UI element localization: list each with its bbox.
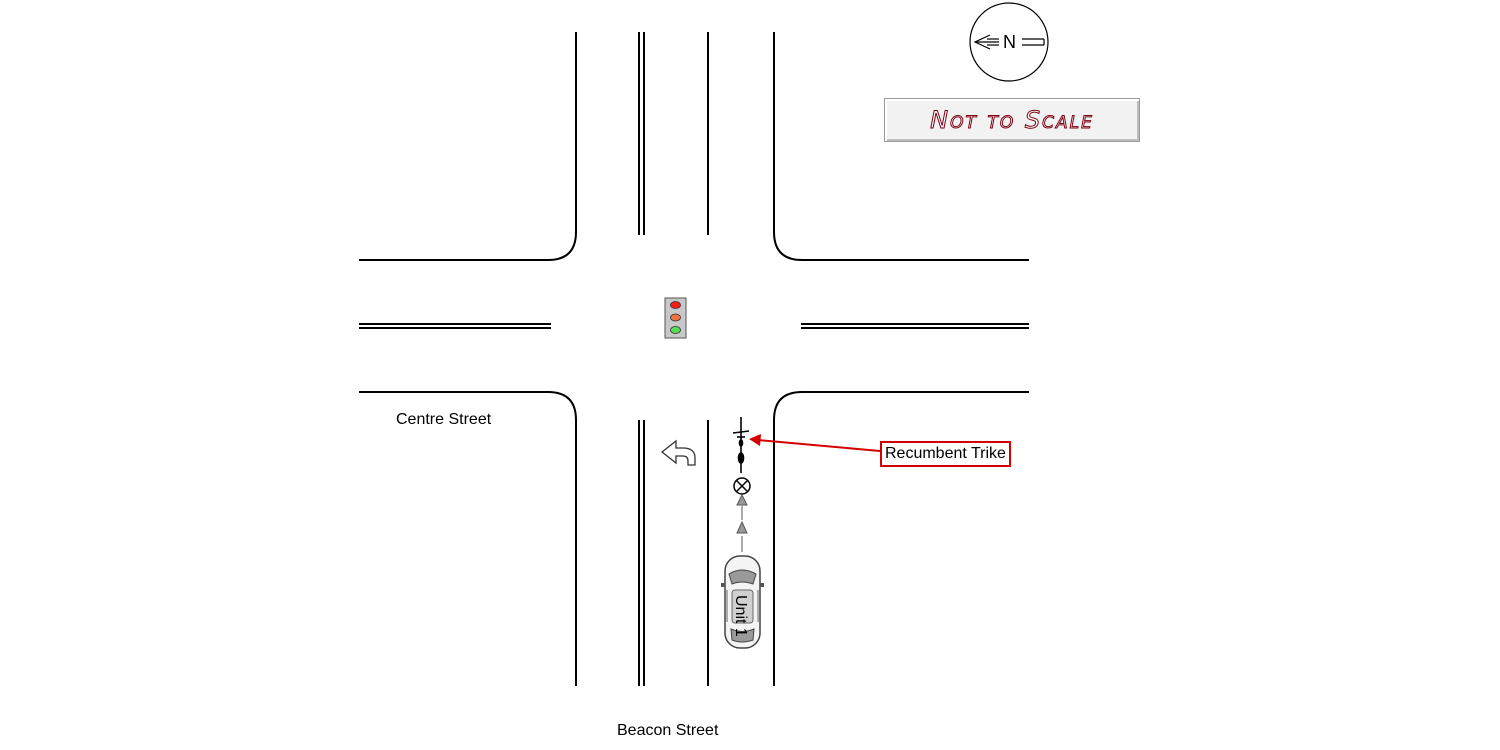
- bicycle-icon: [732, 417, 750, 473]
- not-to-scale-text: Not to Scale: [930, 106, 1094, 135]
- beacon-west-curb-south: [359, 391, 577, 686]
- beacon-west-curb-north: [359, 32, 577, 261]
- beacon-street-label: Beacon Street: [617, 722, 719, 739]
- left-turn-arrow-icon: [660, 439, 696, 466]
- unit-1-label: Unit 1: [732, 595, 749, 637]
- callout-leader: [749, 434, 881, 452]
- green-light: [670, 326, 681, 334]
- recumbent-trike-callout: Recumbent Trike: [880, 441, 1011, 467]
- traffic-light-icon: [664, 297, 687, 339]
- not-to-scale-badge: Not to Scale: [884, 98, 1140, 142]
- north-label: N: [1003, 32, 1016, 52]
- centre-street-label: Centre Street: [396, 411, 492, 428]
- amber-light: [670, 313, 681, 322]
- red-light: [670, 301, 681, 309]
- beacon-east-curb-south: [773, 391, 1029, 686]
- car-icon: [721, 555, 764, 649]
- collision-point-icon: [733, 477, 751, 495]
- north-arrow-icon: [969, 2, 1049, 82]
- beacon-east-curb-north: [773, 32, 1029, 261]
- motion-path: [736, 493, 748, 552]
